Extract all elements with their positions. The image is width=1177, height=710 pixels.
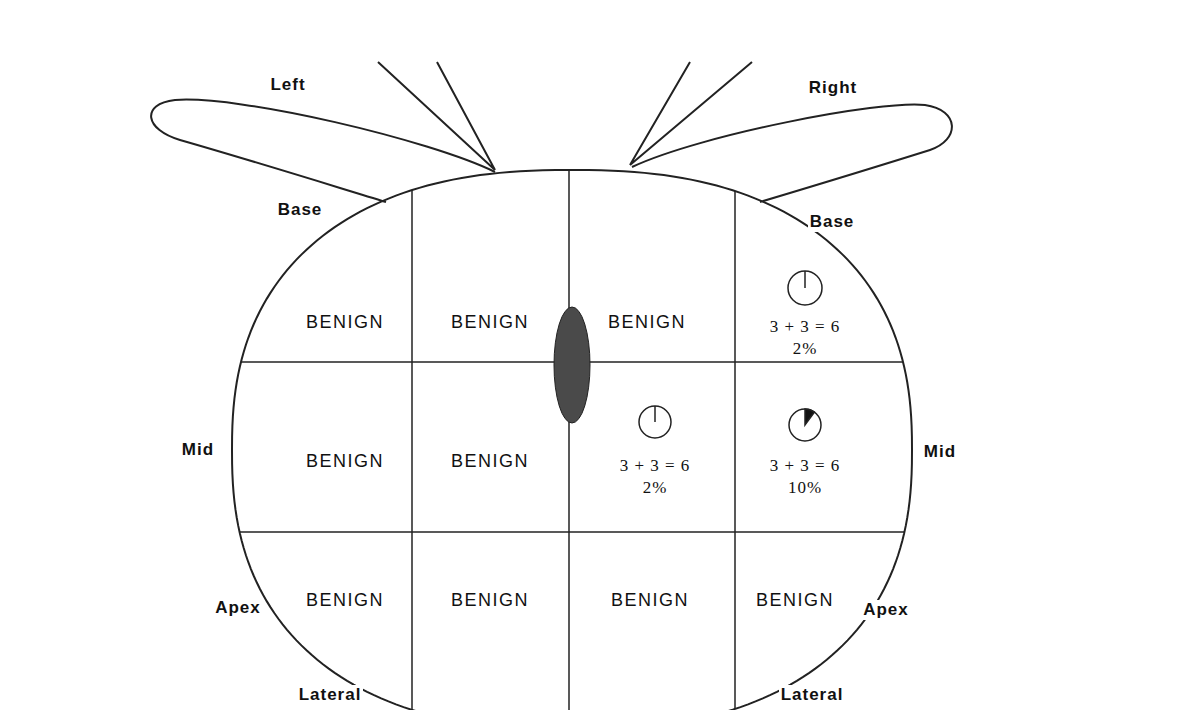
pie-symbol (639, 406, 671, 438)
left-vas-deferens (378, 62, 495, 170)
pathology-result: BENIGN (306, 589, 384, 612)
gleason-score: 3 + 3 = 6 (770, 316, 841, 338)
core-percentage: 2% (620, 477, 691, 499)
region-label: Left (268, 75, 307, 95)
pie-symbol (789, 409, 821, 441)
region-label: Lateral (297, 685, 364, 705)
biopsy-core-cell: BENIGN (447, 309, 533, 336)
biopsy-core-cell: 3 + 3 = 62% (766, 314, 845, 362)
region-label: Right (807, 78, 859, 98)
biopsy-core-cell: 3 + 3 = 62% (616, 453, 695, 501)
right-vas-deferens (630, 62, 752, 165)
biopsy-core-cell: BENIGN (447, 448, 533, 475)
pathology-result: BENIGN (451, 311, 529, 334)
biopsy-core-cell: 3 + 3 = 610% (766, 453, 845, 501)
pathology-result: BENIGN (608, 311, 686, 334)
pathology-result: BENIGN (306, 311, 384, 334)
core-percentage: 10% (770, 477, 841, 499)
pathology-result: BENIGN (451, 589, 529, 612)
pie-wedge (805, 409, 814, 425)
pathology-result: BENIGN (451, 450, 529, 473)
pie-wedge (654, 406, 656, 422)
biopsy-core-cell: BENIGN (752, 587, 838, 614)
gleason-score: 3 + 3 = 6 (620, 455, 691, 477)
pathology-result: BENIGN (611, 589, 689, 612)
gleason-score: 3 + 3 = 6 (770, 455, 841, 477)
biopsy-core-cell: BENIGN (447, 587, 533, 614)
core-percentage: 2% (770, 338, 841, 360)
pie-symbol (788, 271, 822, 305)
region-label: Mid (922, 442, 958, 462)
region-label: Mid (180, 440, 216, 460)
biopsy-core-cell: BENIGN (302, 448, 388, 475)
right-seminal-vesicle (632, 105, 952, 202)
biopsy-core-cell: BENIGN (302, 587, 388, 614)
sextant-grid (200, 140, 960, 710)
grid-line (411, 140, 413, 710)
grid-line (200, 531, 960, 533)
region-label: Base (276, 200, 325, 220)
prostate-outline (232, 170, 912, 710)
region-label: Base (808, 212, 857, 232)
biopsy-core-cell: BENIGN (604, 309, 690, 336)
region-label: Lateral (779, 685, 846, 705)
biopsy-core-cell: BENIGN (607, 587, 693, 614)
urethra (554, 307, 590, 423)
pathology-result: BENIGN (306, 450, 384, 473)
grid-line (734, 140, 736, 710)
region-label: Apex (213, 598, 263, 618)
left-seminal-vesicle (151, 100, 495, 202)
grid-line (568, 140, 570, 710)
pathology-result: BENIGN (756, 589, 834, 612)
region-label: Apex (861, 600, 911, 620)
biopsy-core-cell: BENIGN (302, 309, 388, 336)
pie-wedge (804, 271, 806, 288)
seminal-vesicles (151, 62, 952, 202)
